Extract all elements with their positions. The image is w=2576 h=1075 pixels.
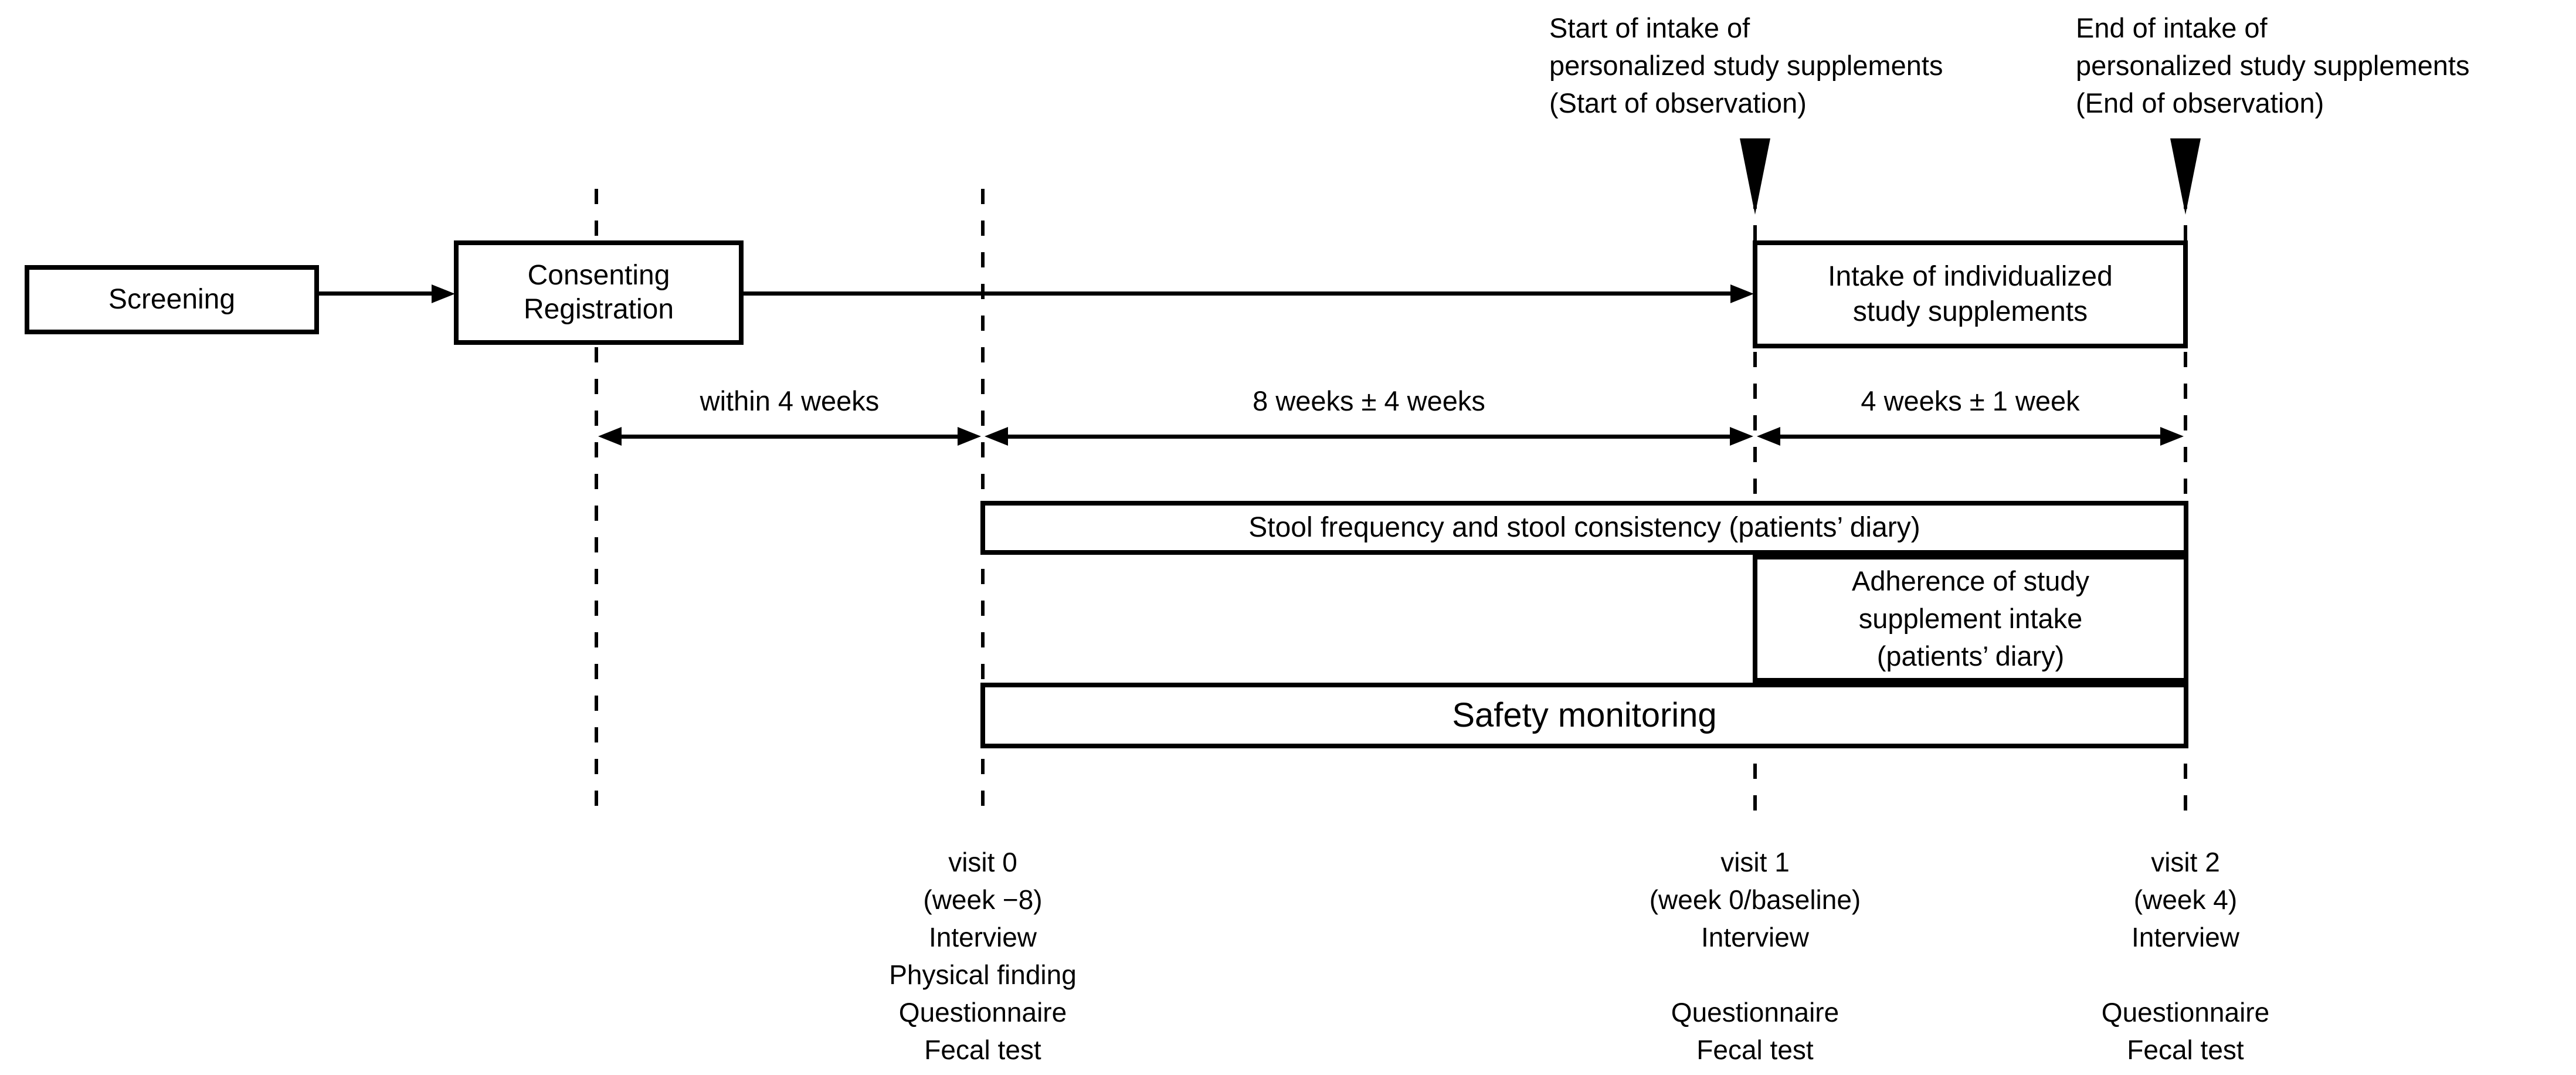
arrowhead-left-icon <box>598 427 622 446</box>
intake-label-line: Intake of individualized <box>1828 261 2113 292</box>
down-arrow-icon-end-of-intake <box>2170 138 2201 215</box>
adherence-label-line: Adherence of study <box>1852 565 2089 596</box>
visit-line: Questionnaire <box>898 997 1067 1027</box>
adherence-label-line: (patients’ diary) <box>1876 640 2065 672</box>
annotation-line: Start of intake of <box>1549 12 1750 43</box>
visit-line: Interview <box>1701 922 1810 952</box>
arrowhead-left-icon <box>985 427 1008 446</box>
visit-line: Questionnaire <box>2101 997 2270 1027</box>
arrow-shaft <box>617 435 962 439</box>
screening-box: Screening <box>25 265 319 334</box>
arrowhead-right-icon <box>2160 427 2184 446</box>
intake-box: Intake of individualized study supplemen… <box>1753 240 2188 348</box>
adherence-bar: Adherence of study supplement intake (pa… <box>1753 555 2188 683</box>
visit-line: Interview <box>2131 922 2240 952</box>
annotation-line: personalized study supplements <box>2076 50 2470 81</box>
stool-diary-bar: Stool frequency and stool consistency (p… <box>980 501 2188 555</box>
interval-label-8-weeks: 8 weeks ± 4 weeks <box>1253 385 1485 416</box>
stool-diary-label: Stool frequency and stool consistency (p… <box>1248 512 1920 543</box>
consenting-label-line: Consenting <box>527 260 670 291</box>
annotation-start-of-intake: Start of intake of personalized study su… <box>1549 9 1943 122</box>
visit-line: (week 4) <box>2133 884 2238 915</box>
annotation-line: End of intake of <box>2076 12 2268 43</box>
annotation-end-of-intake: End of intake of personalized study supp… <box>2076 9 2469 122</box>
safety-monitoring-label: Safety monitoring <box>1452 696 1717 734</box>
double-arrow-8-weeks <box>985 425 1753 448</box>
annotation-line: (Start of observation) <box>1549 87 1807 118</box>
interval-label-4-weeks: 4 weeks ± 1 week <box>1861 385 2080 416</box>
adherence-label-line: supplement intake <box>1858 603 2083 634</box>
visit0-column: visit 0 (week −8) Interview Physical fin… <box>772 843 1194 1069</box>
visit-line: (week 0/baseline) <box>1649 884 1861 915</box>
arrow-screening-to-consenting <box>319 291 436 296</box>
arrowhead-left-icon <box>1757 427 1780 446</box>
visit-line: visit 1 <box>1720 847 1790 877</box>
visit-line <box>1974 956 2397 993</box>
arrowhead-right-icon <box>432 284 455 303</box>
arrowhead-right-icon <box>1730 427 1753 446</box>
double-arrow-4-weeks <box>1757 425 2184 448</box>
arrow-shaft <box>1003 435 1735 439</box>
consenting-registration-box: Consenting Registration <box>454 240 744 345</box>
annotation-line: (End of observation) <box>2076 87 2324 118</box>
intake-label-line: study supplements <box>1852 296 2088 327</box>
arrowhead-right-icon <box>1730 284 1754 303</box>
arrow-consenting-to-intake <box>744 291 1733 296</box>
visit-line: Interview <box>928 922 1037 952</box>
visit-line: visit 0 <box>948 847 1017 877</box>
visit-line: Questionnaire <box>1671 997 1839 1027</box>
visit-line <box>1544 956 1966 993</box>
visit-line: Physical finding <box>889 959 1077 990</box>
visit-line: Fecal test <box>2127 1035 2244 1065</box>
visit-line: Fecal test <box>924 1035 1041 1065</box>
visit-line: (week −8) <box>923 884 1043 915</box>
screening-label: Screening <box>108 284 236 315</box>
consenting-label-line: Registration <box>523 294 674 325</box>
dashed-line-registration <box>595 189 598 821</box>
annotation-line: personalized study supplements <box>1549 50 1943 81</box>
visit-line: visit 2 <box>2151 847 2220 877</box>
down-arrow-icon-start-of-intake <box>1740 138 1770 215</box>
double-arrow-within-4-weeks <box>598 425 981 448</box>
visit2-column: visit 2 (week 4) Interview Questionnaire… <box>1974 843 2397 1069</box>
arrow-shaft <box>1776 435 2165 439</box>
arrowhead-right-icon <box>958 427 981 446</box>
interval-label-within-4-weeks: within 4 weeks <box>700 385 880 416</box>
safety-monitoring-bar: Safety monitoring <box>980 683 2188 748</box>
visit1-column: visit 1 (week 0/baseline) Interview Ques… <box>1544 843 1966 1069</box>
visit-line: Fecal test <box>1696 1035 1814 1065</box>
